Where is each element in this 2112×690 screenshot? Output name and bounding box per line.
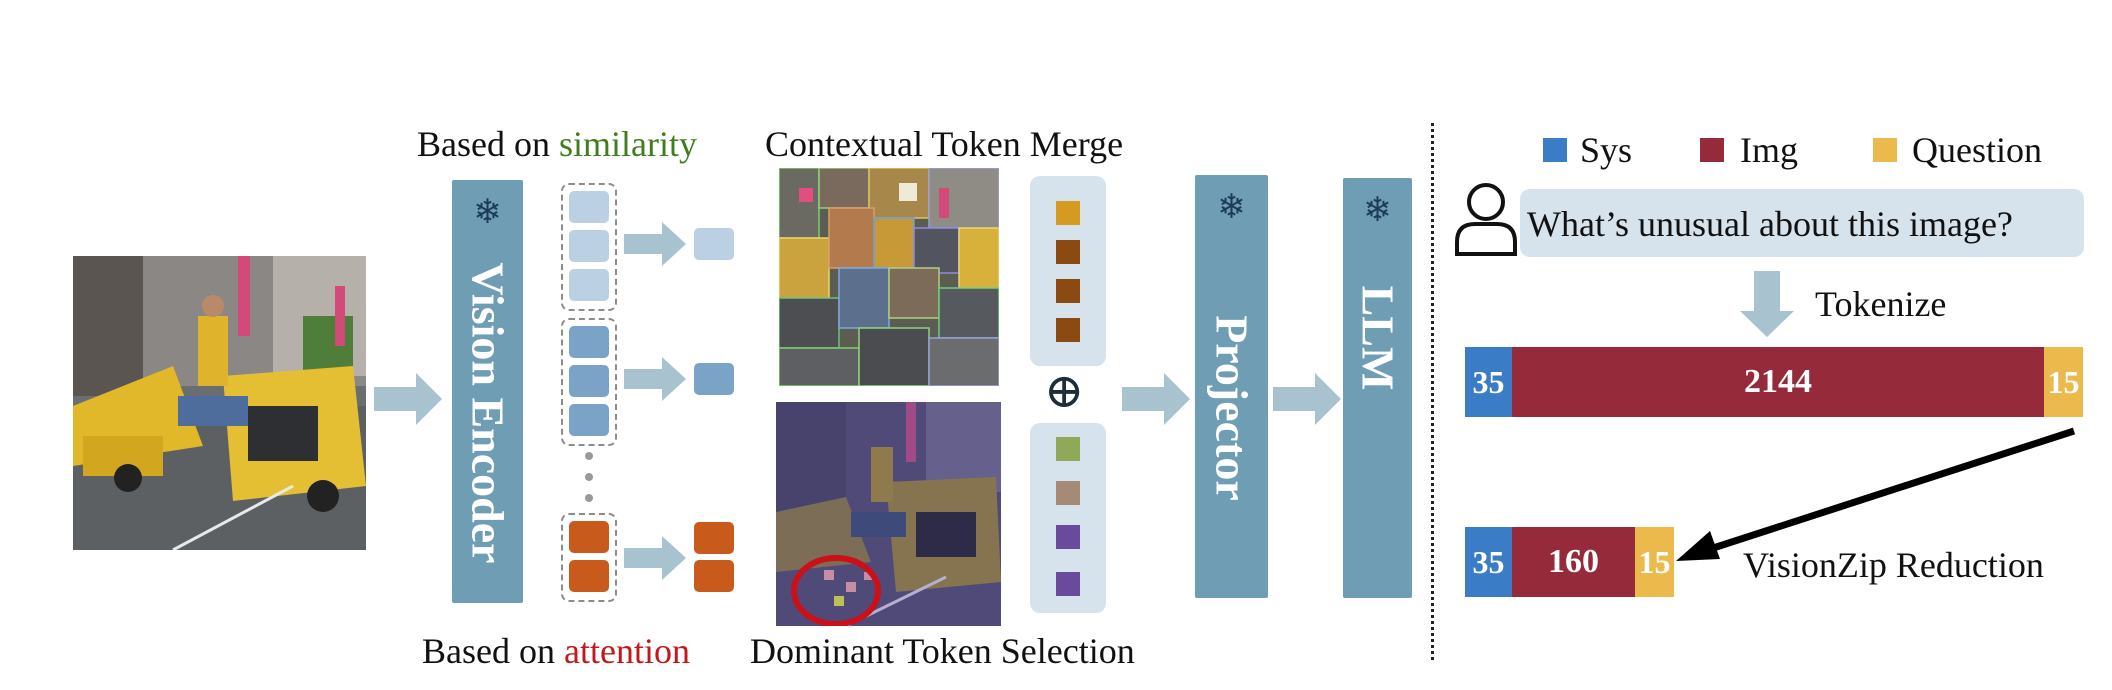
merged-token-orange: [694, 560, 734, 592]
reduction-label: VisionZip Reduction: [1743, 545, 2044, 585]
input-photo: [73, 256, 366, 550]
merge-arrow: [624, 221, 688, 267]
arrow-to-llm: [1273, 371, 1343, 427]
legend-img-swatch: [1700, 138, 1724, 162]
attention-caption: Based on attention: [422, 633, 690, 669]
token-orange: [569, 560, 609, 592]
attention-word: attention: [563, 631, 690, 671]
token-light: [569, 230, 609, 262]
merge-arrow: [624, 356, 688, 402]
projector-label: Projector: [1206, 314, 1257, 501]
similarity-word: similarity: [558, 124, 697, 164]
merged-token-light: [694, 228, 734, 260]
legend-sys-label: Sys: [1580, 130, 1633, 170]
plus-circle-icon: ⊕: [1044, 365, 1085, 418]
similarity-caption: Based on similarity: [417, 126, 697, 162]
merged-token-square: [1056, 279, 1080, 303]
legend-img-label: Img: [1740, 130, 1798, 170]
bar-original-img: 2144: [1512, 347, 2044, 417]
arrow-to-encoder: [374, 371, 444, 427]
token-mid: [569, 326, 609, 358]
token-mid: [569, 365, 609, 397]
vision-encoder-block: ❄ Vision Encoder: [452, 180, 523, 603]
dominant-selection-image: [776, 402, 1001, 626]
tokenize-arrow: [1738, 271, 1796, 339]
token-mid: [569, 404, 609, 436]
token-light: [569, 269, 609, 301]
merged-token-square: [1056, 201, 1080, 225]
contextual-merge-caption: Contextual Token Merge: [765, 124, 1124, 164]
snowflake-icon: ❄: [1363, 192, 1392, 229]
bar-reduced-sys: 35: [1465, 527, 1512, 597]
snowflake-icon: ❄: [1217, 189, 1246, 226]
contextual-merge-image: [779, 168, 999, 386]
token-group-mid: [561, 318, 617, 446]
merged-token-orange: [694, 522, 734, 554]
projector-block: ❄ Projector: [1195, 175, 1268, 598]
ellipsis-dots: [582, 450, 596, 511]
question-text: What’s unusual about this image?: [1527, 204, 2013, 244]
selected-token-square: [1056, 572, 1080, 596]
reduction-arrow: [1670, 425, 2080, 570]
bar-original-sys: 35: [1465, 347, 1512, 417]
bar-reduced-question: 15: [1635, 527, 1674, 597]
selected-token-square: [1056, 481, 1080, 505]
vision-encoder-label: Vision Encoder: [462, 262, 513, 564]
legend-sys-swatch: [1543, 138, 1567, 162]
similarity-prefix: Based on: [417, 124, 559, 164]
token-group-orange: [561, 513, 617, 602]
selected-token-square: [1056, 437, 1080, 461]
selected-token-square: [1056, 525, 1080, 549]
token-orange: [569, 521, 609, 553]
merged-token-mid: [694, 363, 734, 395]
bar-original-question: 15: [2044, 347, 2083, 417]
token-light: [569, 191, 609, 223]
legend-question-label: Question: [1912, 130, 2042, 170]
token-group-light: [561, 183, 617, 311]
person-icon: [1453, 180, 1519, 263]
merged-token-square: [1056, 318, 1080, 342]
snowflake-icon: ❄: [473, 194, 502, 231]
bar-reduced-img: 160: [1512, 527, 1635, 597]
section-divider: [1431, 123, 1434, 660]
question-bubble: [1520, 189, 2084, 257]
arrow-to-projector: [1122, 371, 1192, 427]
legend-question-swatch: [1873, 138, 1897, 162]
tokenize-label: Tokenize: [1815, 284, 1947, 324]
attention-prefix: Based on: [422, 631, 564, 671]
merge-arrow: [624, 535, 688, 581]
merged-token-square: [1056, 240, 1080, 264]
dominant-selection-caption: Dominant Token Selection: [750, 631, 1135, 671]
llm-label: LLM: [1352, 285, 1403, 390]
llm-block: ❄ LLM: [1343, 178, 1412, 598]
